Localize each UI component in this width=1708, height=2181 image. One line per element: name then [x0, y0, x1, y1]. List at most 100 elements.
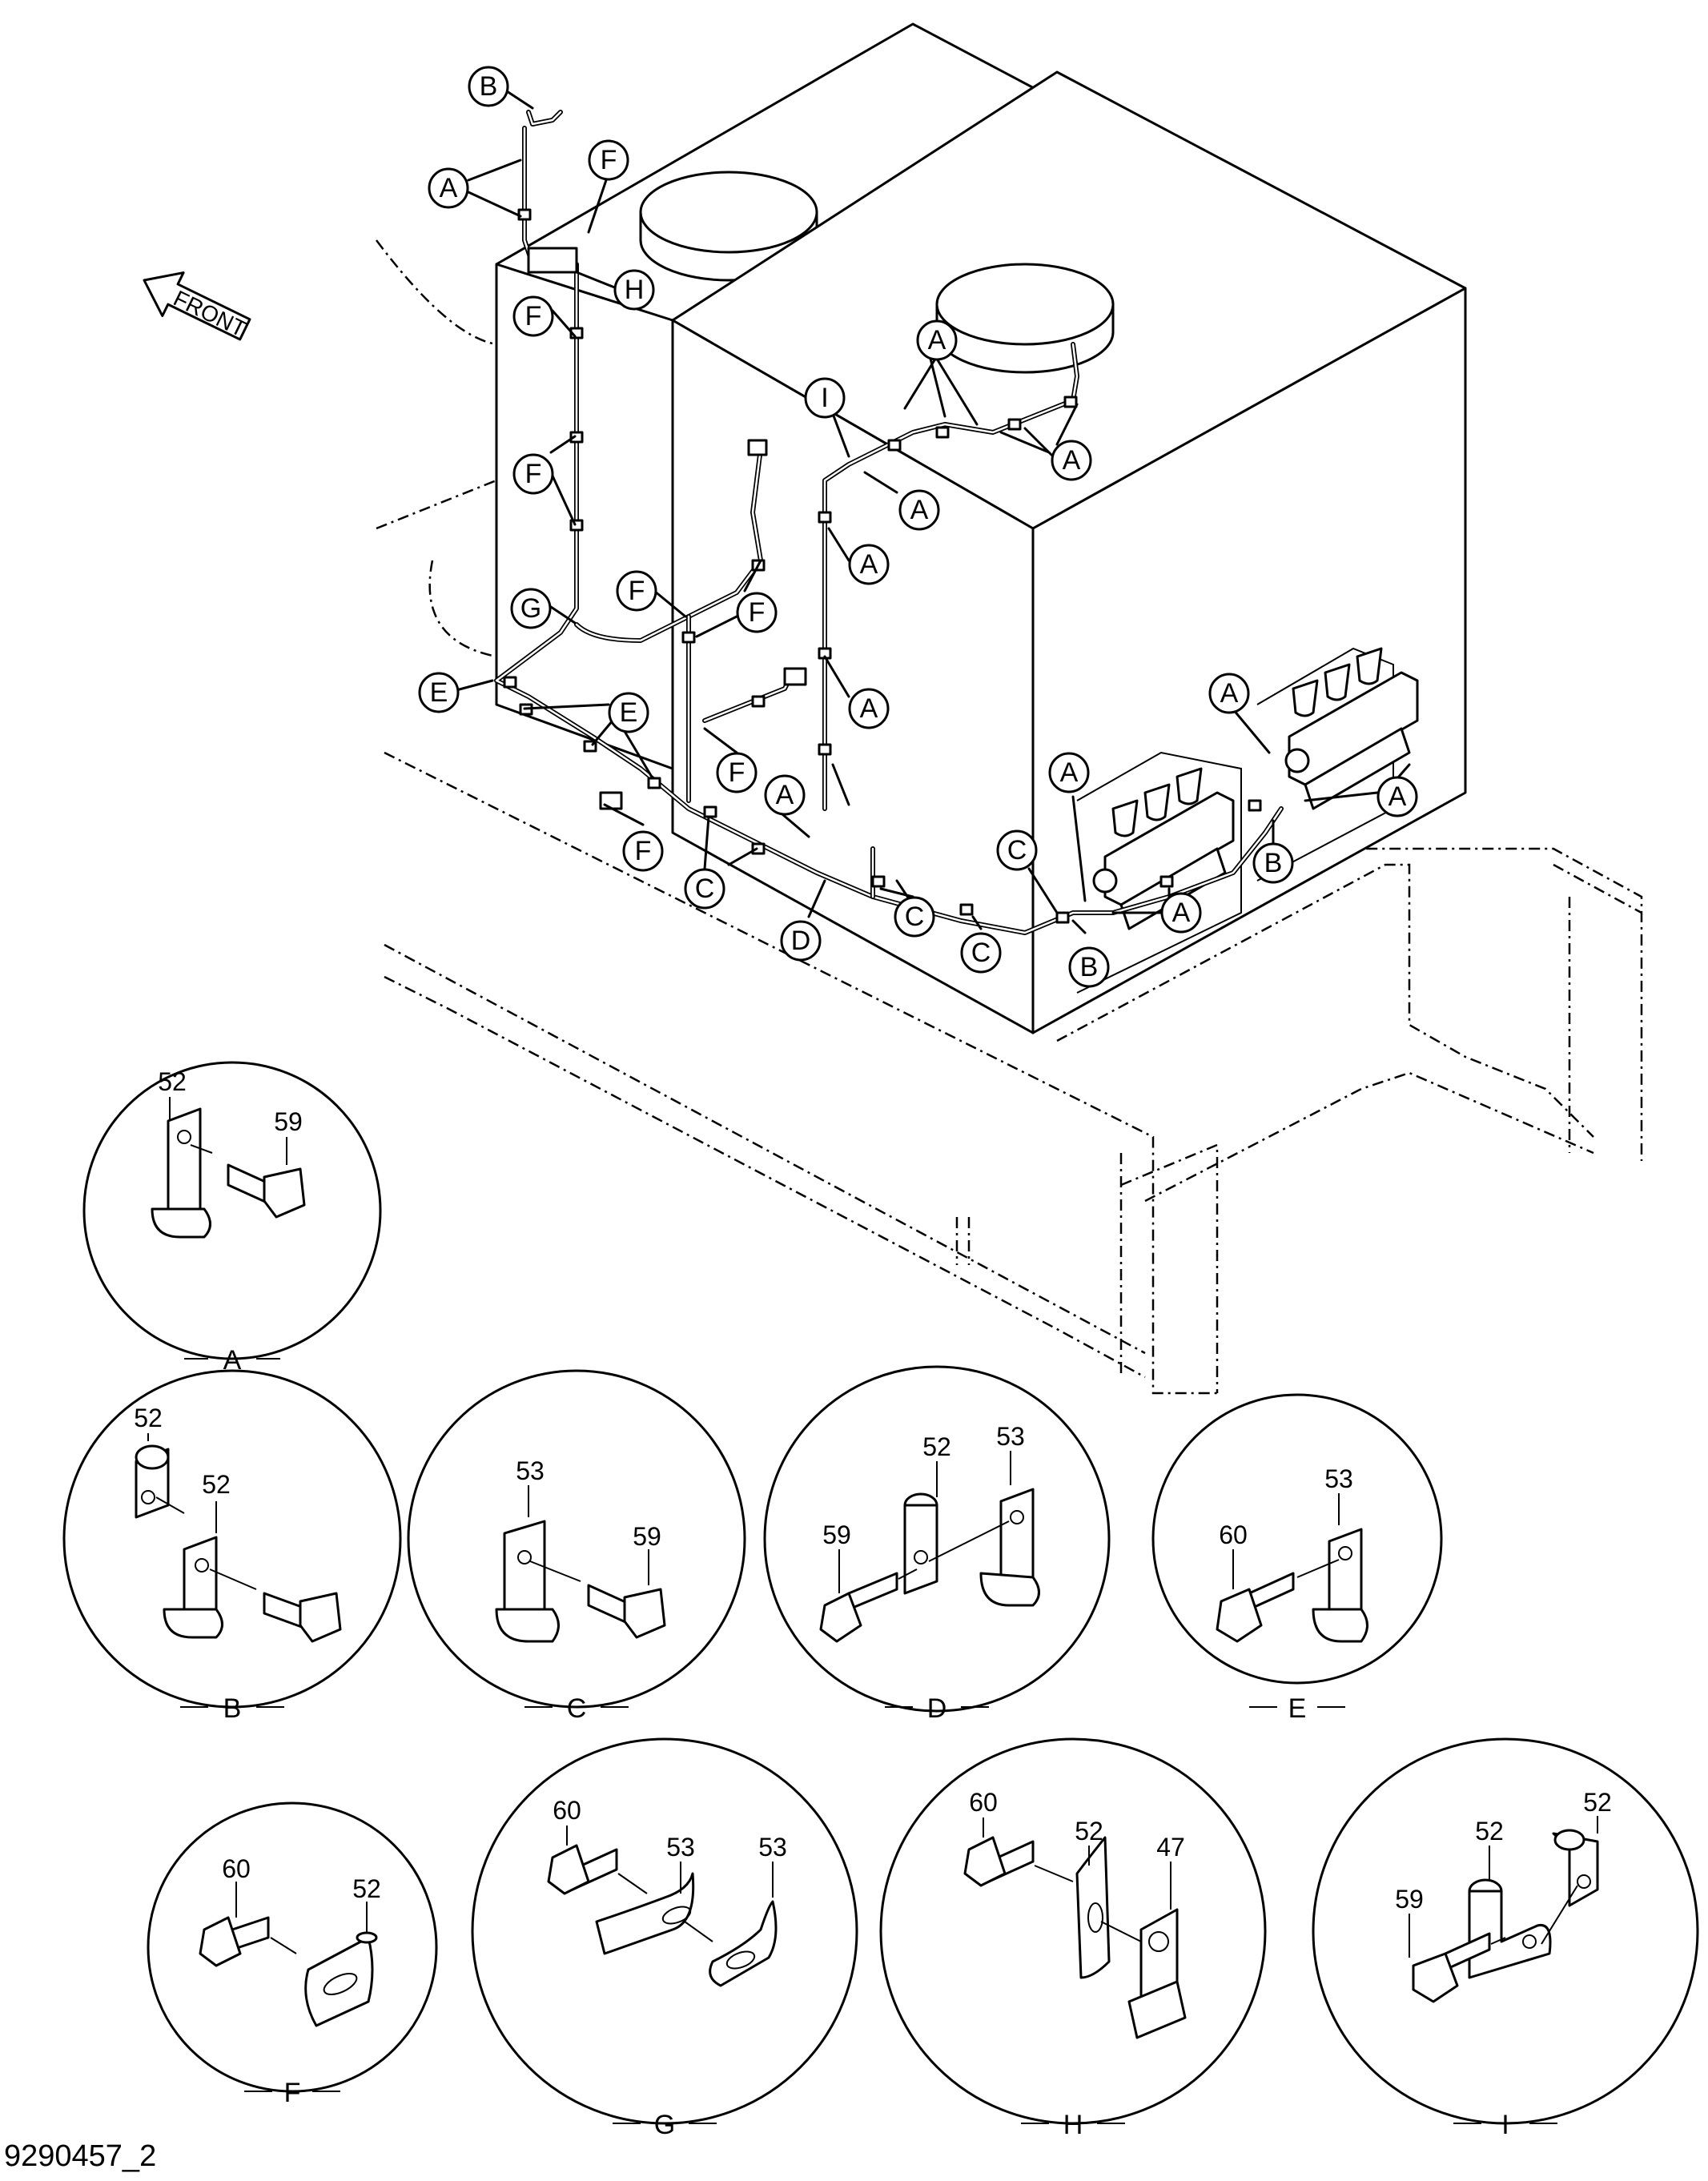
detail-view-c: 53 59 C: [407, 1369, 746, 1724]
svg-text:59: 59: [1395, 1885, 1424, 1914]
svg-text:52: 52: [134, 1404, 163, 1432]
svg-text:59: 59: [822, 1520, 851, 1549]
svg-text:52: 52: [1075, 1817, 1103, 1846]
svg-text:E: E: [620, 697, 638, 728]
callout-f-top: F: [588, 139, 629, 181]
callout-c-2: C: [894, 896, 935, 938]
svg-text:A: A: [776, 780, 794, 810]
svg-text:47: 47: [1156, 1833, 1185, 1862]
svg-text:F: F: [525, 301, 542, 331]
svg-text:F: F: [284, 2078, 301, 2108]
callout-c-1: C: [684, 868, 725, 910]
callout-a-tank-top-1: A: [916, 319, 958, 361]
callout-f-5: F: [736, 592, 778, 633]
callout-a-valve-1: A: [1048, 752, 1090, 793]
svg-text:G: G: [520, 593, 541, 624]
svg-text:E: E: [1288, 1693, 1307, 1724]
svg-text:I: I: [1501, 2110, 1509, 2140]
svg-text:52: 52: [202, 1470, 231, 1499]
svg-text:F: F: [729, 757, 745, 788]
svg-text:53: 53: [516, 1456, 545, 1485]
front-label: FRONT: [170, 286, 250, 342]
callout-f-2: F: [512, 295, 554, 337]
callout-f-4: F: [616, 570, 657, 612]
callout-f-7: F: [622, 830, 664, 872]
svg-text:A: A: [440, 173, 458, 203]
svg-text:F: F: [635, 836, 652, 866]
svg-text:A: A: [1220, 678, 1239, 709]
svg-text:60: 60: [1219, 1520, 1248, 1549]
callout-b-right: B: [1252, 842, 1294, 884]
callout-a-top: A: [428, 167, 469, 209]
svg-text:60: 60: [553, 1796, 581, 1825]
svg-text:A: A: [860, 549, 878, 580]
svg-text:53: 53: [666, 1833, 695, 1862]
svg-text:52: 52: [1583, 1788, 1612, 1817]
svg-text:G: G: [654, 2110, 675, 2140]
svg-text:B: B: [1080, 952, 1099, 982]
svg-text:59: 59: [633, 1522, 661, 1551]
svg-text:B: B: [1264, 848, 1283, 878]
callout-b-top: B: [468, 66, 509, 107]
callout-b-lower: B: [1068, 946, 1110, 988]
machine-assembly-view: FRONT: [143, 22, 1643, 1395]
svg-text:A: A: [223, 1345, 242, 1376]
svg-text:C: C: [695, 874, 715, 904]
detail-view-f: 60 52 F: [147, 1801, 438, 2108]
callout-a-valve-3: A: [1208, 673, 1250, 714]
callout-d: D: [780, 920, 822, 962]
svg-text:A: A: [1172, 898, 1191, 928]
callout-f-3: F: [512, 453, 554, 495]
svg-text:60: 60: [969, 1788, 998, 1817]
detail-view-a: 52 59 A: [82, 1061, 382, 1376]
svg-text:59: 59: [274, 1107, 303, 1136]
svg-text:D: D: [791, 926, 811, 956]
svg-text:52: 52: [1475, 1817, 1504, 1846]
detail-view-e: 60 53 E: [1151, 1393, 1443, 1724]
callout-a-valve-4: A: [1376, 776, 1418, 817]
svg-text:H: H: [1063, 2110, 1083, 2140]
control-valve-upper: [1284, 647, 1419, 810]
callout-a-wire-3: A: [848, 688, 890, 729]
callout-e-left: E: [418, 672, 460, 713]
svg-text:F: F: [525, 459, 542, 489]
svg-text:A: A: [910, 495, 929, 525]
callout-h: H: [613, 269, 655, 311]
drawing-number: 9290457_2: [4, 2139, 156, 2173]
svg-text:D: D: [927, 1693, 947, 1724]
svg-text:H: H: [625, 275, 645, 305]
svg-text:I: I: [821, 383, 828, 413]
svg-text:52: 52: [922, 1432, 951, 1461]
svg-text:C: C: [971, 938, 991, 968]
callout-e-mid: E: [608, 692, 649, 733]
svg-text:B: B: [480, 71, 498, 102]
front-direction-arrow: FRONT: [143, 271, 251, 342]
callout-a-valve-2: A: [1160, 892, 1202, 934]
svg-text:C: C: [1007, 835, 1027, 866]
svg-text:C: C: [905, 902, 925, 932]
svg-text:52: 52: [352, 1874, 381, 1903]
svg-text:F: F: [601, 145, 617, 175]
svg-text:60: 60: [222, 1854, 251, 1883]
svg-text:52: 52: [158, 1067, 187, 1096]
callout-c-4: C: [996, 829, 1038, 871]
svg-text:53: 53: [758, 1833, 787, 1862]
detail-view-i: 52 52 59 I: [1312, 1737, 1699, 2140]
callout-c-3: C: [960, 932, 1002, 974]
svg-text:B: B: [223, 1693, 242, 1724]
svg-text:F: F: [629, 576, 645, 606]
callout-a-wire-1: A: [898, 489, 940, 531]
svg-text:A: A: [1063, 445, 1081, 476]
svg-text:A: A: [928, 325, 946, 355]
svg-text:53: 53: [1324, 1464, 1353, 1493]
svg-text:C: C: [567, 1693, 587, 1724]
leader-lines: [455, 88, 1411, 934]
svg-text:53: 53: [996, 1422, 1025, 1451]
callout-i: I: [804, 377, 846, 419]
svg-text:A: A: [1060, 757, 1079, 788]
callout-a-tank-top-2: A: [1051, 440, 1092, 481]
detail-view-h: 60 52 47 H: [879, 1737, 1267, 2140]
svg-text:A: A: [1389, 781, 1407, 812]
control-valve-lower: [1092, 767, 1235, 930]
